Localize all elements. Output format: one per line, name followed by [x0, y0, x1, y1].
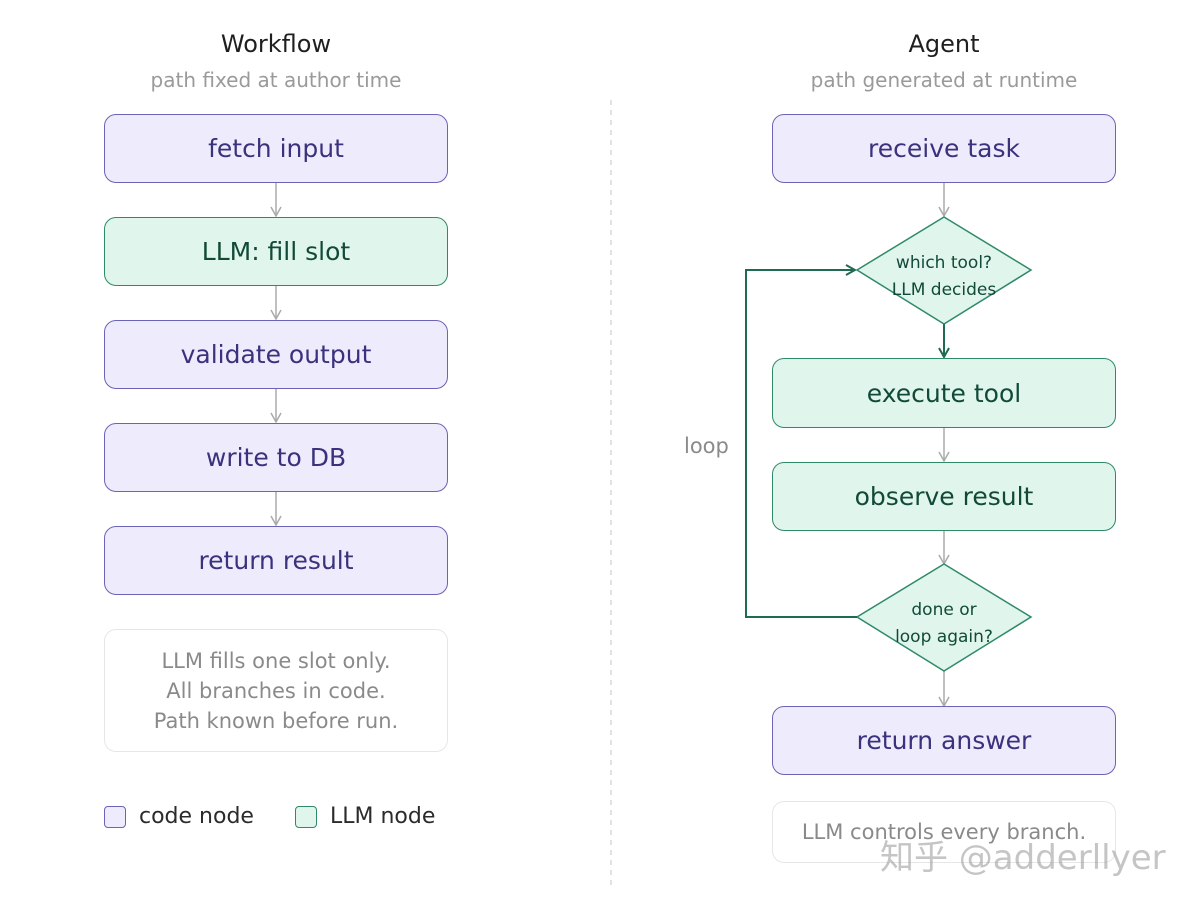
decision-done-or-loop-text: done or loop again? [860, 597, 1028, 651]
workflow-note-line-1: LLM fills one slot only. [161, 648, 391, 673]
agent-note: LLM controls every branch. [772, 801, 1116, 863]
watermark: 知乎 @adderllyer [880, 838, 1166, 878]
agent-title: Agent [908, 30, 980, 58]
workflow-node-fetch-input: fetch input [104, 114, 448, 183]
legend-code-label: code node [139, 804, 254, 829]
workflow-subtitle: path fixed at author time [150, 68, 402, 92]
decision-which-tool-text: which tool? LLM decides [860, 250, 1028, 304]
agent-note-text: LLM controls every branch. [801, 820, 1087, 844]
workflow-title: Workflow [220, 30, 332, 58]
decision-which-tool-line-1: which tool? [895, 253, 993, 273]
workflow-node-validate-output: validate output [104, 320, 448, 389]
workflow-note-line-3: Path known before run. [153, 708, 399, 733]
decision-done-or-loop-line-1: done or [911, 600, 977, 620]
loop-label: loop [684, 434, 729, 458]
workflow-node-return-result: return result [104, 526, 448, 595]
legend-llm-label: LLM node [330, 804, 436, 829]
workflow-node-write-to-db: write to DB [104, 423, 448, 492]
agent-node-observe-result: observe result [772, 462, 1116, 531]
agent-subtitle: path generated at runtime [810, 68, 1078, 92]
loop-back-path [745, 270, 857, 618]
workflow-note: LLM fills one slot only. All branches in… [104, 629, 448, 752]
workflow-node-llm-fill-slot: LLM: fill slot [104, 217, 448, 286]
legend-code-swatch [104, 806, 126, 828]
agent-node-return-answer: return answer [772, 706, 1116, 775]
decision-diamond-done-or-loop [855, 563, 1033, 672]
workflow-note-line-2: All branches in code. [166, 678, 386, 703]
agent-node-execute-tool: execute tool [772, 358, 1116, 428]
legend-llm-swatch [295, 806, 317, 828]
agent-node-receive-task: receive task [772, 114, 1116, 183]
decision-done-or-loop-line-2: loop again? [895, 627, 993, 647]
decision-diamond-which-tool [855, 216, 1033, 325]
decision-which-tool-line-2: LLM decides [891, 280, 997, 300]
